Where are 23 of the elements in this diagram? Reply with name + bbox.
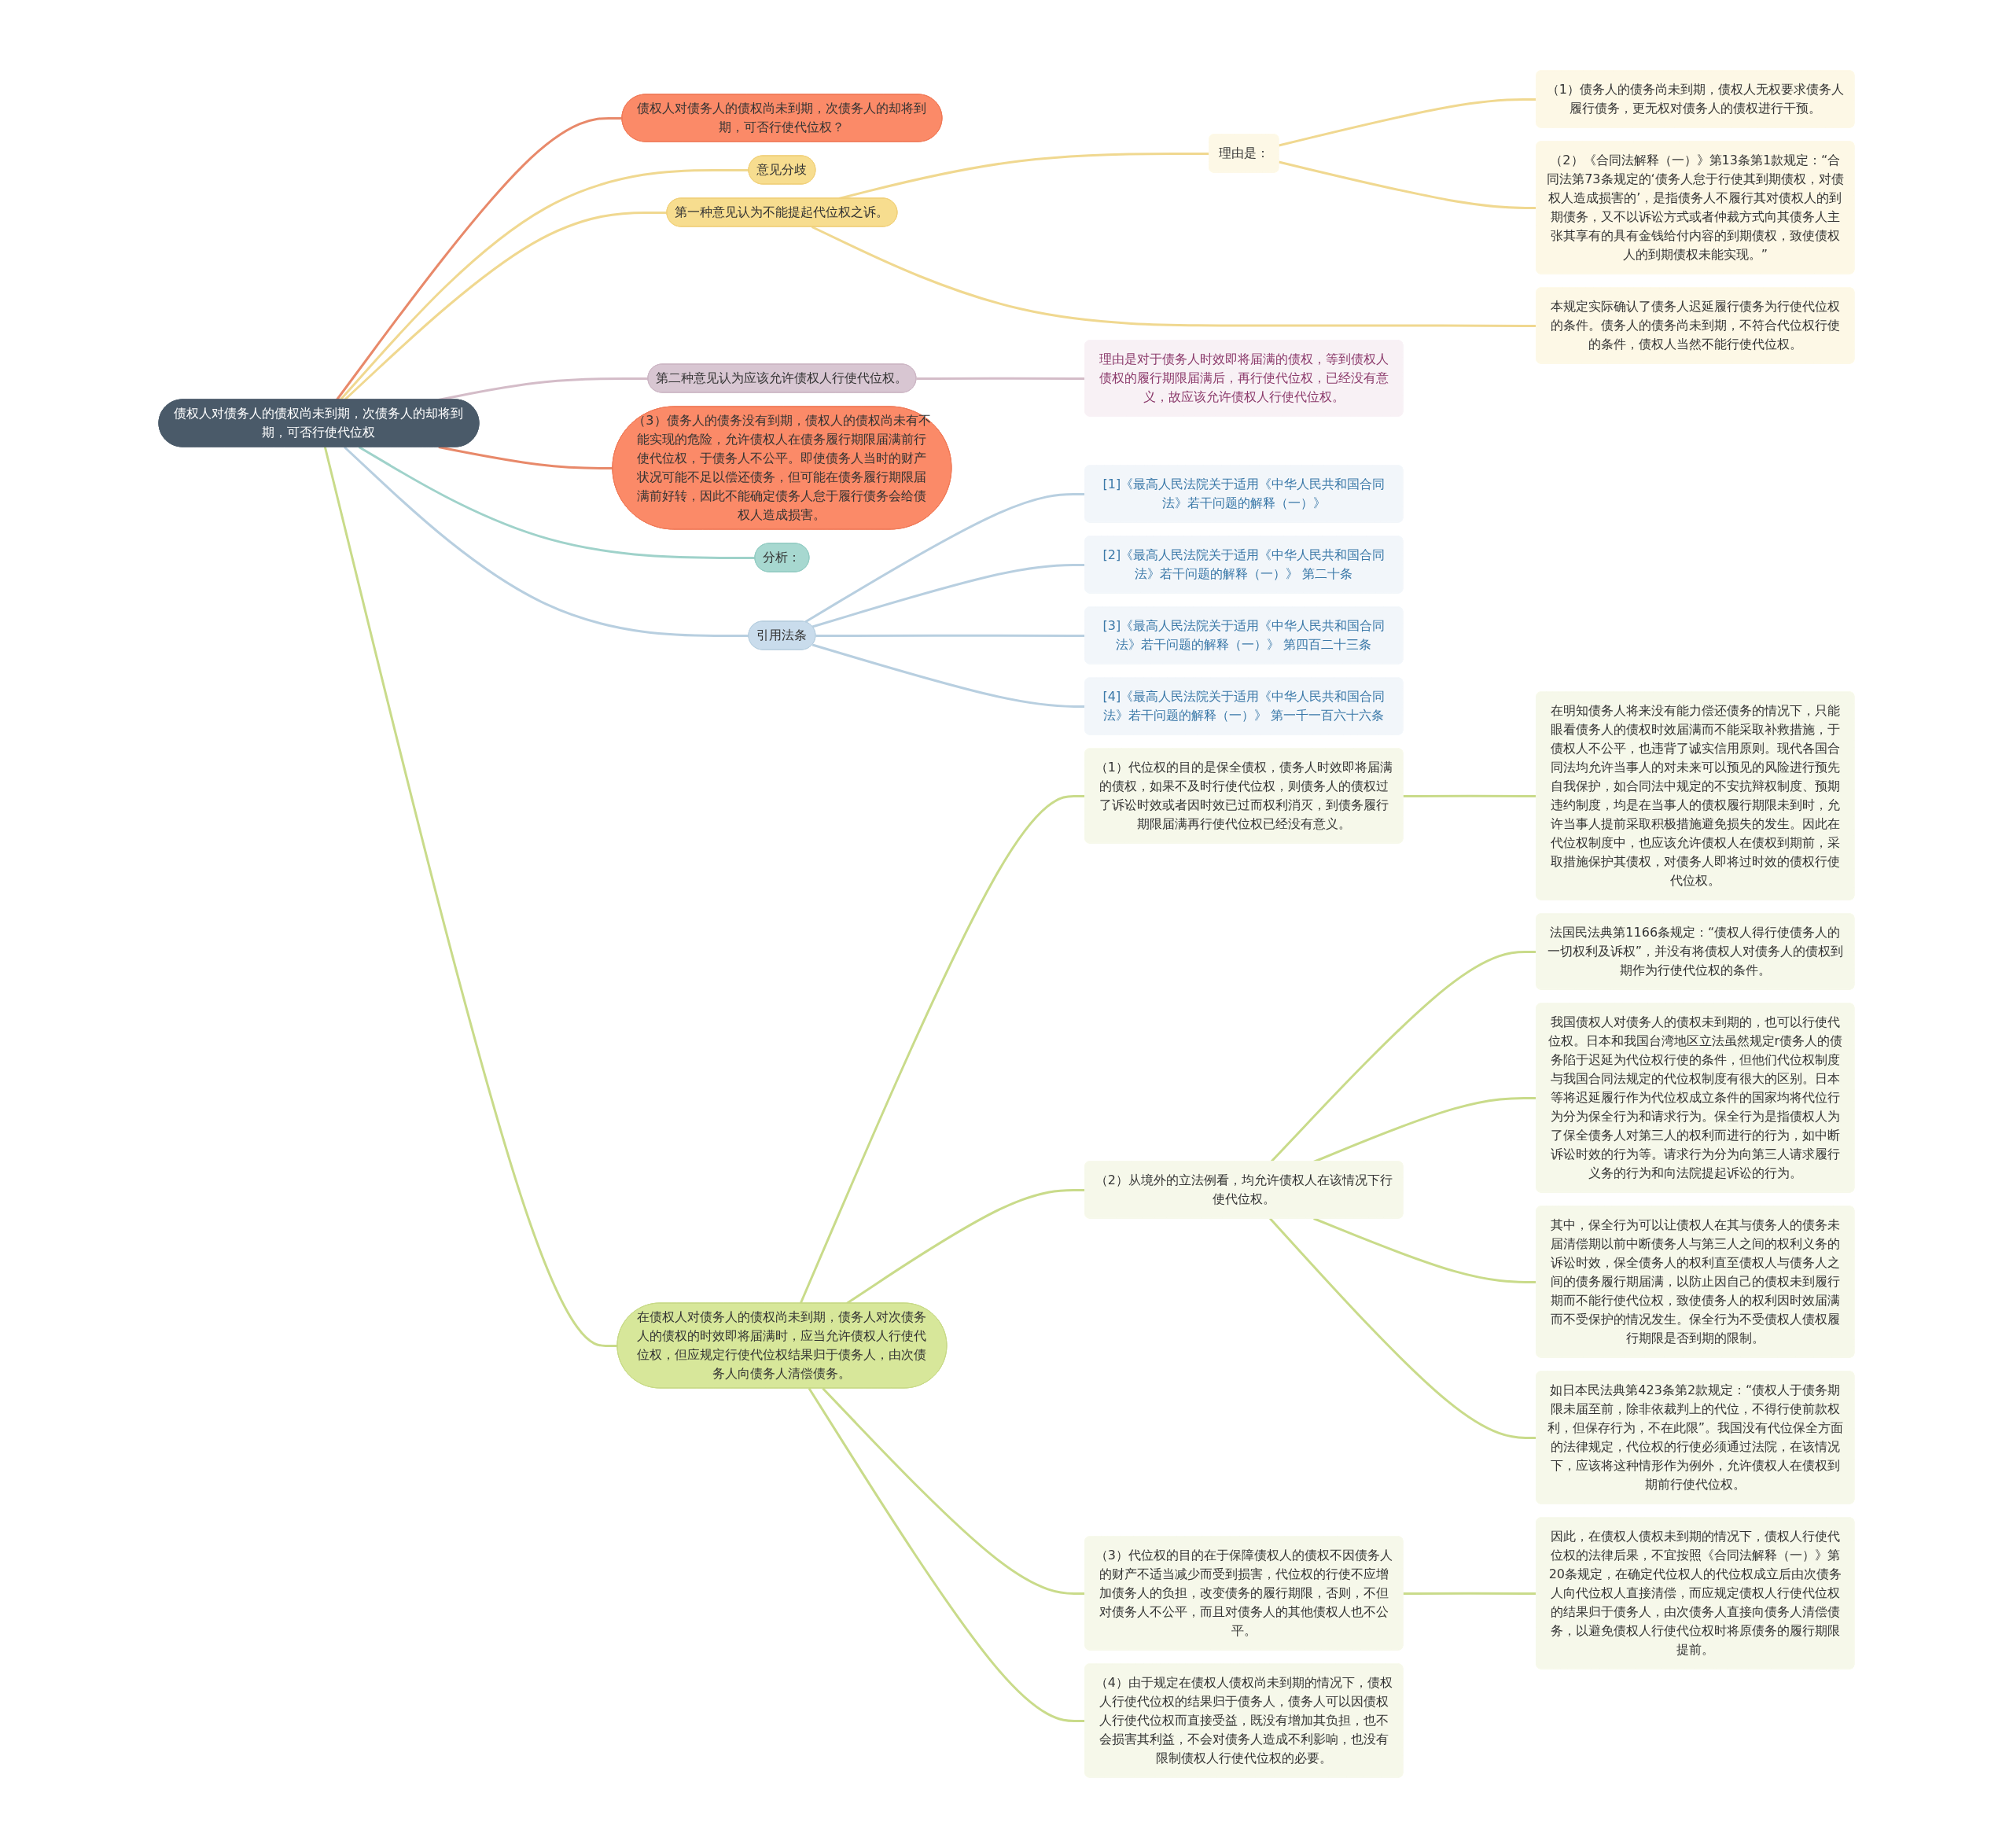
connector [344,446,749,637]
connector [808,1387,1086,1722]
connector [358,446,756,559]
connector [1269,1217,1537,1439]
connector [336,116,623,401]
connector [811,226,1537,327]
connector [916,377,1086,380]
connector [344,211,668,401]
connector [1313,1217,1537,1283]
connector [838,152,1210,200]
connector [1279,98,1537,147]
connector [1403,794,1537,797]
connector [822,1387,1086,1595]
connector [438,446,613,469]
connector [339,168,749,401]
connector [811,563,1086,628]
connector [438,377,649,401]
connector [815,634,1086,637]
connector [804,492,1086,624]
connector [811,643,1086,708]
connector [1279,160,1537,209]
connector [1403,1592,1537,1595]
connector [323,447,618,1347]
